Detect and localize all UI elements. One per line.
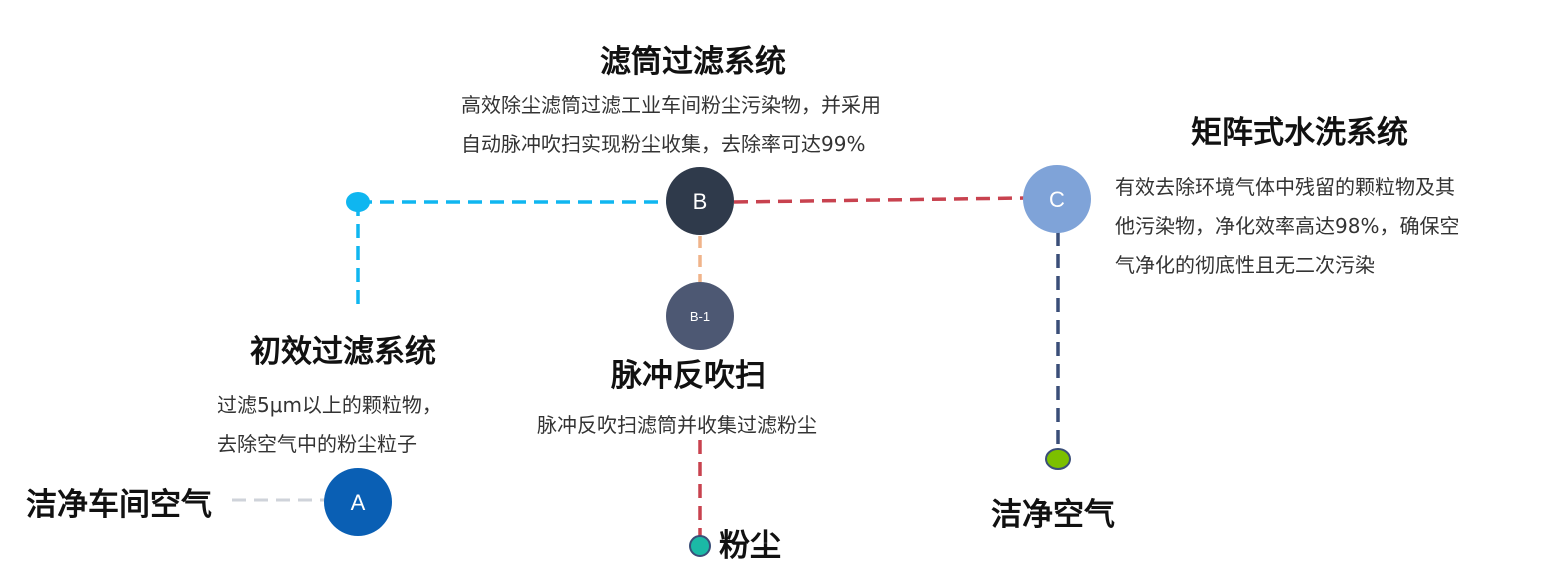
node-b: B — [666, 167, 734, 235]
matrix-wash-description: 有效去除环境气体中残留的颗粒物及其 他污染物，净化效率高达98%，确保空 气净化… — [1115, 168, 1459, 285]
primary-filter-desc-line: 去除空气中的粉尘粒子 — [217, 432, 417, 456]
node-b1-label: B-1 — [690, 309, 710, 324]
dust-label: 粉尘 — [719, 528, 781, 564]
node-c-label: C — [1049, 187, 1065, 212]
pulse-blow-description: 脉冲反吹扫滤筒并收集过滤粉尘 — [537, 406, 817, 445]
filter-cartridge-desc-line: 高效除尘滤筒过滤工业车间粉尘污染物，并采用 — [461, 93, 881, 117]
matrix-wash-desc-line: 他污染物，净化效率高达98%，确保空 — [1115, 214, 1460, 238]
dust-dot — [689, 535, 711, 557]
filter-cartridge-description: 高效除尘滤筒过滤工业车间粉尘污染物，并采用 自动脉冲吹扫实现粉尘收集，去除率可达… — [461, 86, 881, 164]
filter-cartridge-desc-line: 自动脉冲吹扫实现粉尘收集，去除率可达99% — [461, 132, 866, 156]
clean-air-label: 洁净空气 — [991, 497, 1115, 533]
connector-b-to-c — [733, 196, 1026, 204]
cyan-start-dot — [346, 192, 370, 212]
pulse-blow-title: 脉冲反吹扫 — [611, 358, 766, 394]
primary-filter-desc-line: 过滤5μm以上的颗粒物， — [217, 393, 442, 417]
node-a-label: A — [351, 490, 366, 515]
clean-air-dot — [1045, 448, 1071, 470]
workshop-air-label: 洁净车间空气 — [26, 487, 212, 523]
node-a: A — [324, 468, 392, 536]
node-b1: B-1 — [666, 282, 734, 350]
node-c: C — [1023, 165, 1091, 233]
pulse-blow-desc-line: 脉冲反吹扫滤筒并收集过滤粉尘 — [537, 413, 817, 437]
primary-filter-title: 初效过滤系统 — [250, 334, 436, 370]
matrix-wash-desc-line: 气净化的彻底性且无二次污染 — [1115, 253, 1375, 277]
primary-filter-description: 过滤5μm以上的颗粒物， 去除空气中的粉尘粒子 — [217, 386, 442, 464]
node-b-label: B — [693, 189, 708, 214]
filter-cartridge-title: 滤筒过滤系统 — [600, 44, 786, 80]
matrix-wash-desc-line: 有效去除环境气体中残留的颗粒物及其 — [1115, 175, 1455, 199]
matrix-wash-title: 矩阵式水洗系统 — [1191, 115, 1408, 151]
